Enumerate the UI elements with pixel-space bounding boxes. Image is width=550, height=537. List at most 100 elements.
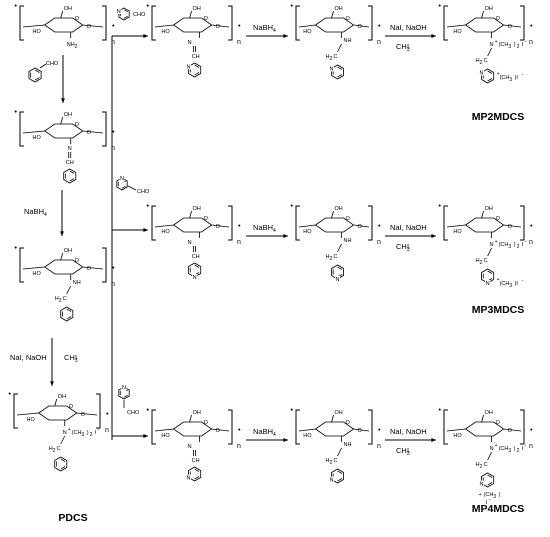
quat-label: (CH3 xyxy=(499,242,512,250)
step-nabh4-left: NaBH4 xyxy=(24,190,64,236)
reagent-nai-naoh: NaI, NaOH xyxy=(390,427,427,436)
iodide: I xyxy=(95,430,97,436)
minus-sign: - xyxy=(525,39,527,45)
sub-two: 2 xyxy=(517,44,520,50)
ring-o: O xyxy=(496,216,501,222)
reagent-nai-naoh: NaI, NaOH xyxy=(390,23,427,32)
plus-sign: + xyxy=(497,71,500,77)
glycosidic-o: O xyxy=(508,24,513,30)
ch-label: CH xyxy=(192,54,200,60)
reagent-ch3i-i: I xyxy=(407,42,409,51)
ring-o: O xyxy=(346,216,351,222)
cho-label: CHO xyxy=(133,12,146,18)
arrow-head xyxy=(283,234,288,238)
reagent-nabh4: NaBH4 xyxy=(24,207,47,218)
glycosidic-o: O xyxy=(87,266,92,272)
glycosidic-o: O xyxy=(216,224,221,230)
h2c-label: H2 xyxy=(326,458,333,466)
minus-sign: - xyxy=(98,427,100,433)
n-plus: N xyxy=(63,430,67,436)
paren: ) xyxy=(514,446,516,452)
ring-n: N xyxy=(193,275,197,281)
c-label: C xyxy=(484,462,488,468)
iodide: I xyxy=(522,446,524,452)
ho-label: HO xyxy=(303,29,312,35)
repeat-n: n xyxy=(529,443,533,450)
plus-sign: + xyxy=(497,277,500,283)
end-dot: • xyxy=(290,405,293,414)
ring-n: N xyxy=(187,65,191,71)
end-dot: • xyxy=(530,425,533,434)
reagent-nai-naoh: NaI, NaOH xyxy=(10,353,47,362)
arrow-head xyxy=(61,98,65,103)
ring-o: O xyxy=(75,258,80,264)
h2c-label: H2 xyxy=(476,58,483,66)
end-dot: • xyxy=(530,221,533,230)
glycosidic-o: O xyxy=(508,428,513,434)
end-dot: • xyxy=(8,389,11,398)
aldehyde-pyr2: N CHO xyxy=(116,7,146,21)
end-dot: • xyxy=(378,221,381,230)
n-label: N xyxy=(188,444,192,450)
ring-n: N xyxy=(480,482,484,488)
arrow-head xyxy=(143,34,148,38)
repeat-n: n xyxy=(237,39,241,46)
end-dot: • xyxy=(438,201,441,210)
quat-label: (CH3 xyxy=(72,430,85,438)
oh-label: OH xyxy=(485,410,493,416)
ring-o: O xyxy=(204,420,209,426)
minus-sign: - xyxy=(525,239,527,245)
glycosidic-o: O xyxy=(358,428,363,434)
end-dot: • xyxy=(438,1,441,10)
reagent-nai-naoh: NaI, NaOH xyxy=(390,223,427,232)
oh-label: OH xyxy=(64,248,72,254)
plus-sign: + xyxy=(495,239,498,245)
reagent-ch3i: CH3 xyxy=(396,446,410,457)
c-label: C xyxy=(334,458,338,464)
glycosidic-o: O xyxy=(358,24,363,30)
minus-sign: - xyxy=(489,497,491,503)
repeat-n: n xyxy=(529,239,533,246)
reagent-nabh4: NaBH4 xyxy=(253,223,276,234)
h2c-label: H2 xyxy=(326,54,333,62)
oh-label: OH xyxy=(193,410,201,416)
plus-sign: + xyxy=(68,427,71,433)
ring-o: O xyxy=(69,404,74,410)
c-label: C xyxy=(63,296,67,302)
arrow-head xyxy=(143,434,148,438)
quat-label: (CH3 xyxy=(499,446,512,454)
glycosidic-o: O xyxy=(87,24,92,30)
arrow-head xyxy=(60,231,64,236)
ring-o: O xyxy=(346,16,351,22)
ring-n: N xyxy=(117,9,121,15)
minus-sign: - xyxy=(525,443,527,449)
end-dot: • xyxy=(238,221,241,230)
h2c-label: H2 xyxy=(476,258,483,266)
pyr-methyl: (CH3 xyxy=(500,281,513,289)
glycosidic-o: O xyxy=(87,130,92,136)
ring-n: N xyxy=(336,277,340,283)
product-label-pdcs: PDCS xyxy=(58,512,87,524)
h2c-label: H2 xyxy=(326,254,333,262)
step-nabh4-pyr2: NaBH4 xyxy=(246,23,288,38)
branch-lines xyxy=(111,34,148,440)
c-label: C xyxy=(334,54,338,60)
c-label: C xyxy=(484,58,488,64)
plus-sign: + xyxy=(479,492,482,498)
oh-label: OH xyxy=(64,112,72,118)
end-dot: • xyxy=(112,21,115,30)
oh-label: OH xyxy=(335,6,343,12)
paren: ) xyxy=(514,42,516,48)
nh2-label: NH2 xyxy=(67,42,78,50)
reagent-ch3i: CH3 xyxy=(396,42,410,53)
ring-o: O xyxy=(75,122,80,128)
